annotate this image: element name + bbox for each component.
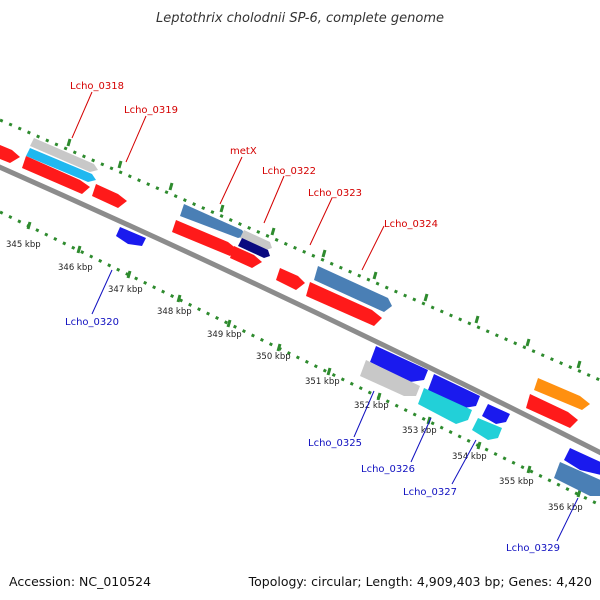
kbp-label: 349 kbp <box>207 330 242 340</box>
gene-gray-0325 <box>360 360 420 396</box>
topology-text: Topology: circular; Length: 4,909,403 bp… <box>248 574 592 589</box>
gene-label-lcho-0329: Lcho_0329 <box>506 543 560 554</box>
kbp-label: 356 kbp <box>548 503 583 513</box>
top-gene-labels: Lcho_0318 Lcho_0319 metX Lcho_0322 Lcho_… <box>70 81 438 271</box>
gene-label-lcho-0318: Lcho_0318 <box>70 81 124 92</box>
kbp-label: 355 kbp <box>499 477 534 487</box>
gene-label-lcho-0322: Lcho_0322 <box>262 166 316 177</box>
kbp-label: 351 kbp <box>305 377 340 387</box>
gene-steel-metx <box>180 204 246 238</box>
gene-steel-0324 <box>314 266 392 312</box>
inner-dotted-track <box>0 210 600 507</box>
gene-blue-0329 <box>564 448 600 475</box>
kbp-label: 345 kbp <box>6 240 41 250</box>
gene-label-lcho-0319: Lcho_0319 <box>124 105 178 116</box>
gene-blue-0327 <box>482 404 510 424</box>
kbp-label: 350 kbp <box>256 352 291 362</box>
map-title: Leptothrix cholodnii SP-6, complete geno… <box>156 11 444 26</box>
gene-label-lcho-0323: Lcho_0323 <box>308 188 362 199</box>
inner-ticks <box>26 221 582 498</box>
bottom-gene-labels: Lcho_0320 Lcho_0325 Lcho_0326 Lcho_0327 … <box>65 269 579 554</box>
genes-reverse <box>116 227 600 496</box>
gene-steel-0329 <box>554 462 600 496</box>
gene-red-0323 <box>276 268 305 290</box>
outer-dotted-track <box>0 118 600 382</box>
gene-gray-0318 <box>30 138 98 172</box>
outer-ticks <box>66 138 582 369</box>
gene-blue-0325 <box>370 346 428 382</box>
kbp-label: 352 kbp <box>354 401 389 411</box>
kbp-label: 346 kbp <box>58 263 93 273</box>
kbp-label: 353 kbp <box>402 426 437 436</box>
gene-label-metx: metX <box>230 146 257 157</box>
gene-red-0319 <box>92 184 127 208</box>
gene-label-lcho-0326: Lcho_0326 <box>361 464 415 475</box>
gene-red-metx <box>172 220 238 256</box>
gene-red-0324 <box>306 282 382 326</box>
gene-label-lcho-0324: Lcho_0324 <box>384 219 438 230</box>
gene-label-lcho-0320: Lcho_0320 <box>65 317 119 328</box>
gene-cyan-0326 <box>418 388 472 424</box>
kbp-label: 347 kbp <box>108 285 143 295</box>
accession-text: Accession: NC_010524 <box>9 574 151 589</box>
kbp-label: 354 kbp <box>452 452 487 462</box>
gene-gray-0322 <box>240 230 272 250</box>
gene-blue-0320 <box>116 227 146 246</box>
gene-red-0318 <box>22 156 90 194</box>
kbp-label: 348 kbp <box>157 307 192 317</box>
gene-sky-0318 <box>26 148 96 182</box>
gene-cyan-0327 <box>472 418 502 440</box>
kbp-labels: 345 kbp 346 kbp 347 kbp 348 kbp 349 kbp … <box>6 240 583 513</box>
gene-red-0328 <box>526 394 578 428</box>
gene-blue-0326 <box>428 374 480 408</box>
genome-backbone <box>0 164 600 456</box>
gene-red-0322 <box>230 246 262 268</box>
gene-navy-0322 <box>238 238 270 258</box>
genes-forward <box>0 138 590 428</box>
gene-red-0317 <box>0 145 20 163</box>
gene-label-lcho-0327: Lcho_0327 <box>403 487 457 498</box>
gene-label-lcho-0325: Lcho_0325 <box>308 438 362 449</box>
gene-orange-0328 <box>534 378 590 410</box>
